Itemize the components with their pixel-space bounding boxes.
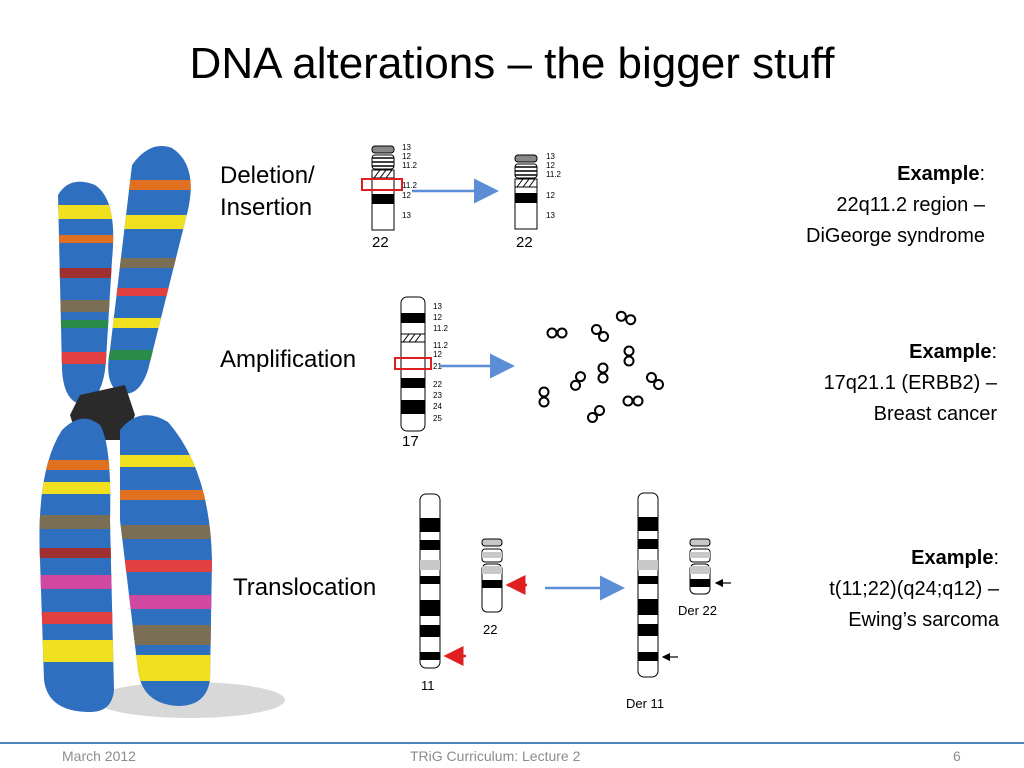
footer-date: March 2012 (62, 748, 136, 764)
example-heading-line: Example: (911, 547, 999, 569)
deletion-chromosome-after (514, 154, 538, 230)
example-line: DiGeorge syndrome (806, 225, 985, 247)
band-label: 12 (546, 161, 555, 170)
deletion-label-line1: Deletion/ (220, 162, 315, 189)
footer-rule (0, 742, 1024, 744)
derivative-chromosome-11 (637, 492, 659, 678)
example-line: Breast cancer (873, 403, 997, 425)
upper-left-arm (58, 181, 114, 405)
der11-label: Der 11 (626, 696, 664, 711)
gene-copy (615, 310, 637, 326)
band-label: 11.2 (546, 170, 562, 179)
amplification-label: Amplification (220, 346, 357, 373)
deletion-label-line2: Insertion (220, 194, 313, 221)
gene-copy (586, 404, 606, 424)
band-label: 25 (433, 414, 442, 423)
gene-copy (538, 386, 550, 408)
example-line: Ewing’s sarcoma (848, 609, 999, 631)
derivative-chromosome-22 (689, 538, 711, 595)
example-heading: Example (911, 547, 994, 569)
band-label: 23 (433, 391, 442, 400)
gene-copy (546, 327, 568, 339)
chromosome-label: 22 (372, 234, 389, 251)
amplified-copies (538, 310, 665, 424)
deletion-example: Example: 22q11.2 region – DiGeorge syndr… (806, 159, 985, 252)
example-heading-line: Example: (897, 163, 985, 185)
footer-title: TRiG Curriculum: Lecture 2 (410, 748, 581, 764)
gene-copy (570, 371, 586, 391)
amplification-example: Example: 17q21.1 (ERBB2) – Breast cancer (824, 337, 997, 430)
chromosome-22-label: 22 (483, 622, 497, 637)
chromosome-11 (419, 493, 441, 669)
example-line: 17q21.1 (ERBB2) – (823, 372, 997, 394)
chromosome-22 (481, 538, 503, 613)
band-label: 13 (433, 302, 442, 311)
band-label: 12 (433, 350, 442, 359)
translocation-example: Example: t(11;22)(q24;q12) – Ewing’s sar… (829, 543, 999, 636)
gene-copy (645, 371, 665, 391)
gene-copy (622, 395, 644, 407)
gene-copy (623, 345, 635, 367)
example-heading-line: Example: (909, 341, 997, 363)
slide-title: DNA alterations – the bigger stuff (189, 39, 835, 88)
band-label: 13 (402, 143, 411, 152)
chromosome-11-label: 11 (421, 678, 435, 693)
band-label: 13 (546, 152, 555, 161)
band-label: 13 (546, 211, 555, 220)
band-label: 12 (402, 152, 411, 161)
deletion-chromosome-before (361, 145, 403, 231)
example-heading: Example (897, 163, 980, 185)
example-heading: Example (909, 341, 992, 363)
band-label: 11.2 (433, 324, 449, 333)
example-line: t(11;22)(q24;q12) – (829, 578, 999, 600)
gene-copy (597, 362, 609, 384)
page-number: 6 (953, 748, 961, 764)
chromosome-label: 17 (402, 433, 419, 450)
chromosome-illustration (39, 146, 285, 718)
band-label: 12 (402, 191, 411, 200)
amplification-chromosome (394, 296, 432, 432)
band-label: 21 (433, 362, 442, 371)
deletion-highlight-box (361, 178, 403, 191)
gene-copy (590, 323, 610, 343)
band-label: 12 (433, 313, 442, 322)
band-label: 12 (546, 191, 555, 200)
band-label: 11.2 (402, 181, 418, 190)
alterations-diagram: 13 12 11.2 11.2 12 13 22 13 12 11.2 12 1… (361, 143, 731, 711)
lower-left-arm (39, 418, 114, 712)
band-label: 11.2 (402, 161, 418, 170)
translocation-label: Translocation (233, 574, 377, 601)
amplification-highlight-box (394, 357, 432, 370)
band-label: 24 (433, 402, 442, 411)
band-label: 13 (402, 211, 411, 220)
chromosome-label: 22 (516, 234, 533, 251)
band-label: 22 (433, 380, 442, 389)
deletion-label: Deletion/ Insertion (220, 160, 315, 224)
example-line: 22q11.2 region – (836, 194, 985, 216)
der22-label: Der 22 (678, 603, 717, 618)
band-label: 11.2 (433, 341, 449, 350)
